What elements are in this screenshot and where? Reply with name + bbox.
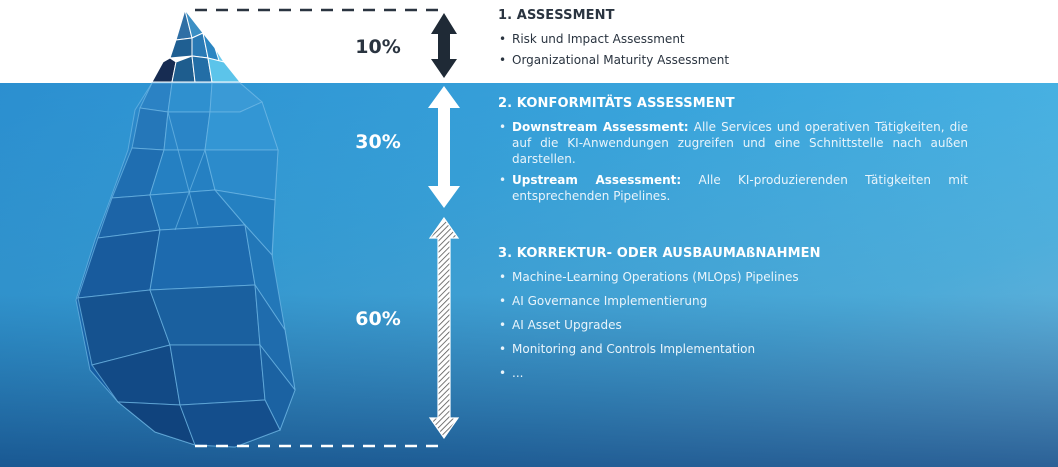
iceberg-tip: [151, 8, 242, 83]
item-text: Alle KI-produzierenden Tätigkeiten mit e…: [512, 173, 968, 203]
iceberg-body: [75, 82, 296, 448]
section-title: 2. KONFORMITÄTS ASSESSMENT: [498, 96, 735, 111]
section-corrective-measures: 3. KORREKTUR- ODER AUSBAUMAßNAHMEN Machi…: [498, 246, 968, 389]
section-assessment: 1. ASSESSMENT Risk und Impact Assessment…: [498, 8, 968, 73]
section-list: Machine-Learning Operations (MLOps) Pipe…: [498, 269, 968, 381]
list-item: AI Asset Upgrades: [498, 317, 968, 333]
arrow-tip-range: [431, 13, 457, 78]
list-item: Upstream Assessment: Alle KI-produzieren…: [498, 172, 968, 204]
list-item: AI Governance Implementierung: [498, 293, 968, 309]
section-title: 3. KORREKTUR- ODER AUSBAUMAßNAHMEN: [498, 246, 821, 261]
percentage-base: 60%: [355, 308, 401, 330]
list-item: Machine-Learning Operations (MLOps) Pipe…: [498, 269, 968, 285]
list-item: Organizational Maturity Assessment: [498, 52, 968, 68]
list-item: Monitoring and Controls Implementation: [498, 341, 968, 357]
item-label: Upstream Assessment:: [512, 173, 682, 187]
item-text: Alle Services und operativen Tätigkeiten…: [512, 120, 968, 166]
arrow-middle-range: [428, 86, 460, 208]
section-list: Downstream Assessment: Alle Services und…: [498, 119, 968, 204]
list-item: ...: [498, 365, 968, 381]
item-label: Downstream Assessment:: [512, 120, 689, 134]
percentage-tip: 10%: [355, 36, 401, 58]
arrow-base-range: [428, 216, 460, 440]
percentage-middle: 30%: [355, 131, 401, 153]
list-item: Downstream Assessment: Alle Services und…: [498, 119, 968, 167]
section-conformity-assessment: 2. KONFORMITÄTS ASSESSMENT Downstream As…: [498, 96, 968, 209]
list-item: Risk und Impact Assessment: [498, 31, 968, 47]
section-list: Risk und Impact Assessment Organizationa…: [498, 31, 968, 68]
section-title: 1. ASSESSMENT: [498, 8, 615, 23]
